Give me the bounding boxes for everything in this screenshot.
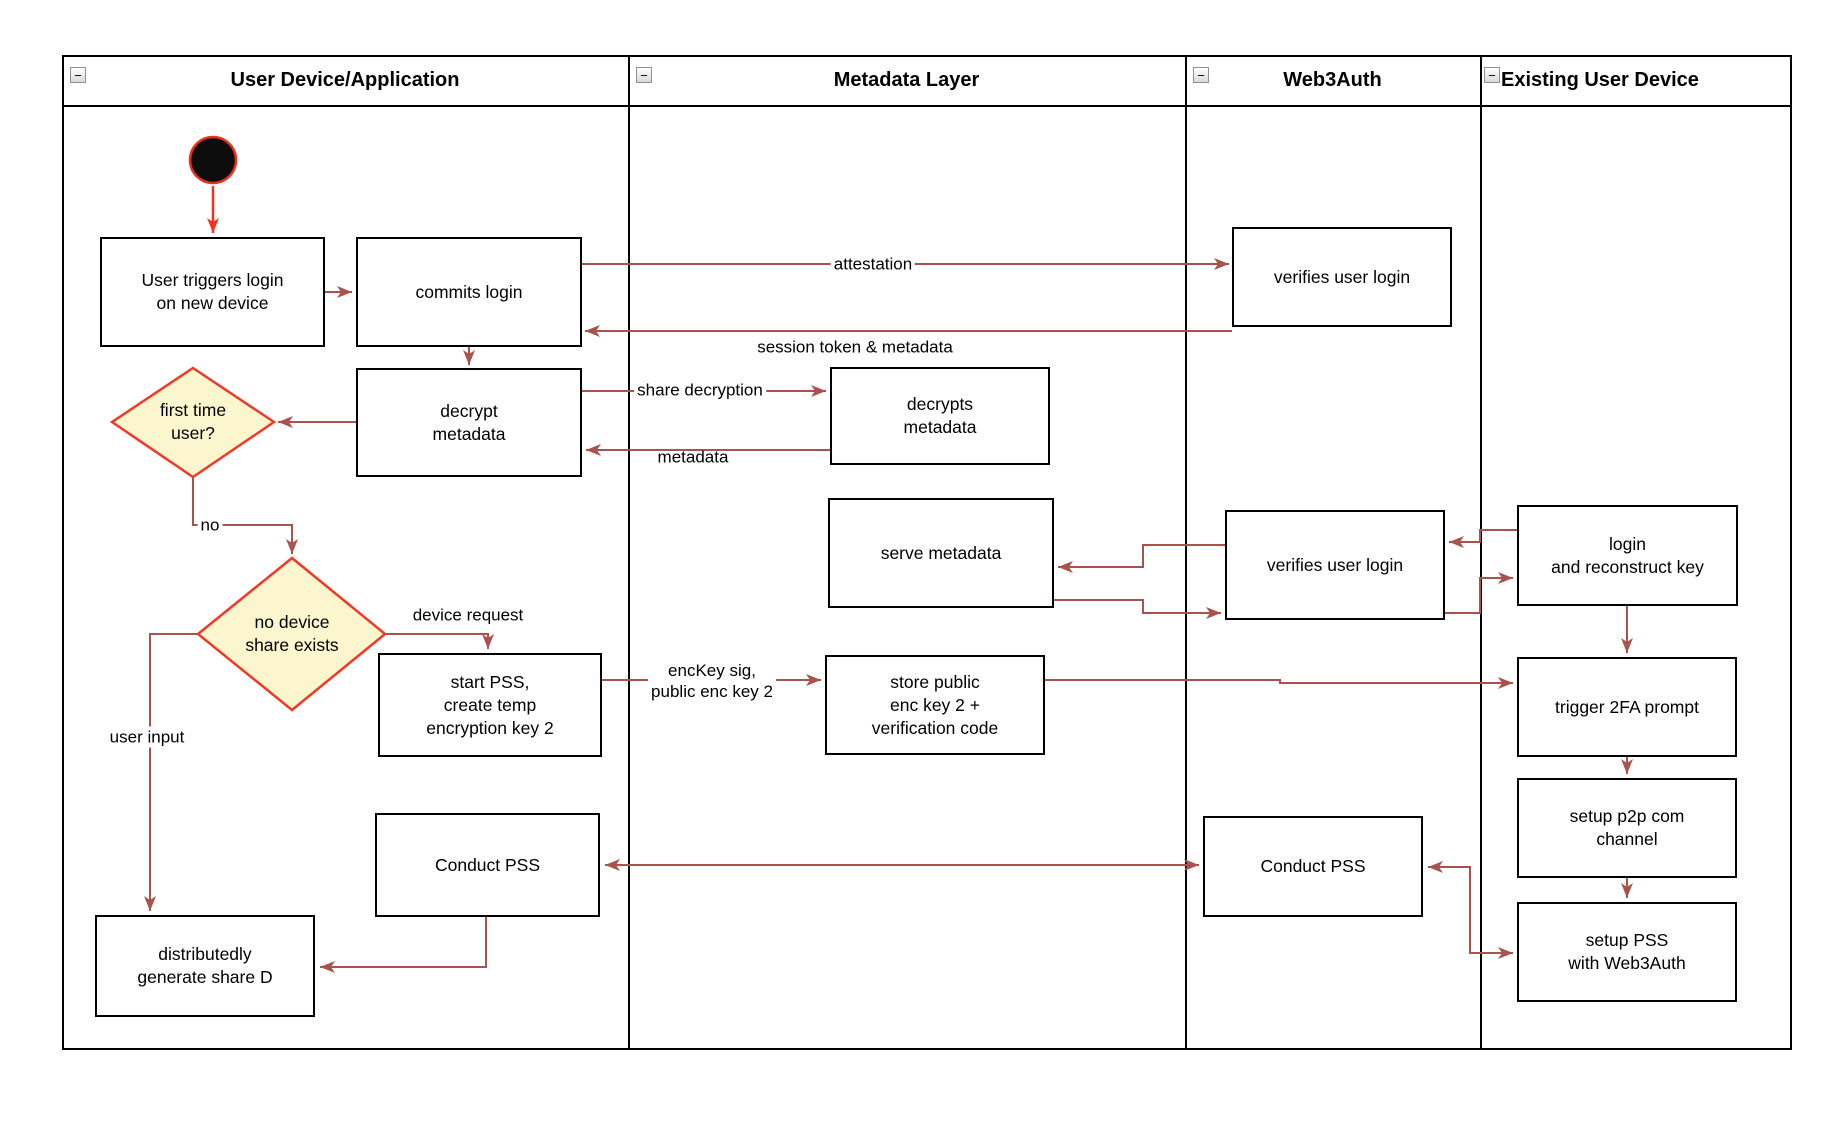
edge-label-session-token: session token & metadata (757, 337, 953, 357)
lane-divider-3 (1480, 55, 1482, 1048)
node-user-triggers-login[interactable]: User triggers login on new device (100, 237, 325, 347)
collapse-icon[interactable]: − (636, 67, 652, 83)
node-commits-login[interactable]: commits login (356, 237, 582, 347)
header-separator (62, 105, 1790, 107)
node-decrypt-metadata[interactable]: decrypt metadata (356, 368, 582, 477)
node-start-pss[interactable]: start PSS, create temp encryption key 2 (378, 653, 602, 757)
node-verifies-login-top[interactable]: verifies user login (1232, 227, 1452, 327)
node-conduct-pss-web3auth[interactable]: Conduct PSS (1203, 816, 1423, 917)
node-store-public-key[interactable]: store public enc key 2 + verification co… (825, 655, 1045, 755)
decision-first-time-label: first time user? (159, 400, 227, 443)
lane-divider-2 (1185, 55, 1187, 1048)
swimlane-frame (62, 55, 1792, 1050)
node-conduct-pss-app[interactable]: Conduct PSS (375, 813, 600, 917)
edge-label-metadata: metadata (657, 447, 729, 467)
node-serve-metadata[interactable]: serve metadata (828, 498, 1054, 608)
node-decrypts-metadata[interactable]: decrypts metadata (830, 367, 1050, 465)
lane-header-existing-device: Existing User Device (1501, 68, 1699, 91)
node-setup-pss[interactable]: setup PSS with Web3Auth (1517, 902, 1737, 1002)
node-trigger-2fa[interactable]: trigger 2FA prompt (1517, 657, 1737, 757)
decision-no-device-label: no device share exists (245, 612, 339, 655)
lane-header-metadata-layer: Metadata Layer (833, 68, 980, 91)
lane-divider-1 (628, 55, 630, 1048)
collapse-icon[interactable]: − (1484, 67, 1500, 83)
lane-header-user-device: User Device/Application (230, 68, 460, 91)
lane-header-web3auth: Web3Auth (1283, 68, 1382, 91)
edge-label-user-input: user input (106, 726, 188, 748)
collapse-icon[interactable]: − (70, 67, 86, 83)
node-verifies-login-mid[interactable]: verifies user login (1225, 510, 1445, 620)
node-setup-p2p[interactable]: setup p2p com channel (1517, 778, 1737, 878)
edge-label-share-decryption: share decryption (634, 379, 766, 401)
node-distributedly-generate[interactable]: distributedly generate share D (95, 915, 315, 1017)
node-login-reconstruct[interactable]: login and reconstruct key (1517, 505, 1738, 606)
collapse-icon[interactable]: − (1193, 67, 1209, 83)
edge-label-enckey-sig: encKey sig, public enc key 2 (648, 660, 776, 702)
edge-label-attestation: attestation (830, 253, 916, 275)
edge-label-no: no (197, 514, 223, 536)
edge-label-device-request: device request (412, 605, 524, 625)
